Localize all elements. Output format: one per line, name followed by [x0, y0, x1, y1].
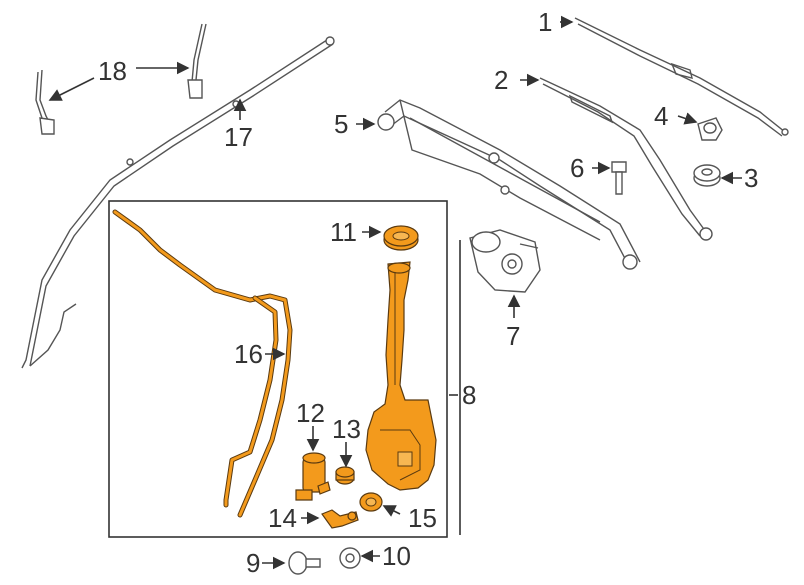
wiper-linkage-5[interactable]	[377, 99, 641, 270]
callout-13: 13	[332, 414, 361, 444]
callout-14: 14	[268, 503, 297, 533]
callout-18: 18	[98, 56, 127, 86]
wiper-motor-7[interactable]	[469, 229, 541, 293]
callout-12: 12	[296, 398, 325, 428]
seal-15[interactable]	[359, 492, 383, 512]
callout-6: 6	[570, 153, 584, 183]
nut-10[interactable]	[339, 547, 361, 569]
grommet-13[interactable]	[335, 466, 355, 485]
reservoir-assembly-box	[108, 200, 448, 538]
arm-cap-4[interactable]	[697, 117, 723, 141]
callout-4: 4	[654, 101, 668, 131]
wiper-blade-1[interactable]	[574, 17, 789, 137]
callout-15: 15	[408, 503, 437, 533]
washer-nozzle-18[interactable]	[35, 23, 207, 135]
callout-8: 8	[462, 380, 476, 410]
leader-arrows	[48, 15, 742, 570]
callout-10: 10	[382, 541, 411, 571]
callout-2: 2	[494, 65, 508, 95]
level-sensor-14[interactable]	[321, 509, 359, 529]
washer-reservoir-8[interactable]	[365, 261, 437, 491]
callout-7: 7	[506, 321, 520, 351]
washer-hose-16[interactable]	[112, 209, 293, 518]
callout-1: 1	[538, 7, 552, 37]
callout-5: 5	[334, 109, 348, 139]
wiper-arm-2[interactable]	[539, 77, 713, 241]
callout-9: 9	[246, 548, 260, 578]
reservoir-cap-11[interactable]	[383, 225, 419, 251]
callout-3: 3	[744, 163, 758, 193]
callout-16: 16	[234, 339, 263, 369]
bolt-6[interactable]	[611, 161, 627, 195]
callout-17: 17	[224, 122, 253, 152]
bolt-9[interactable]	[288, 551, 321, 575]
callout-11: 11	[330, 217, 357, 247]
washer-pump-12[interactable]	[295, 452, 331, 501]
nut-3[interactable]	[693, 164, 721, 187]
